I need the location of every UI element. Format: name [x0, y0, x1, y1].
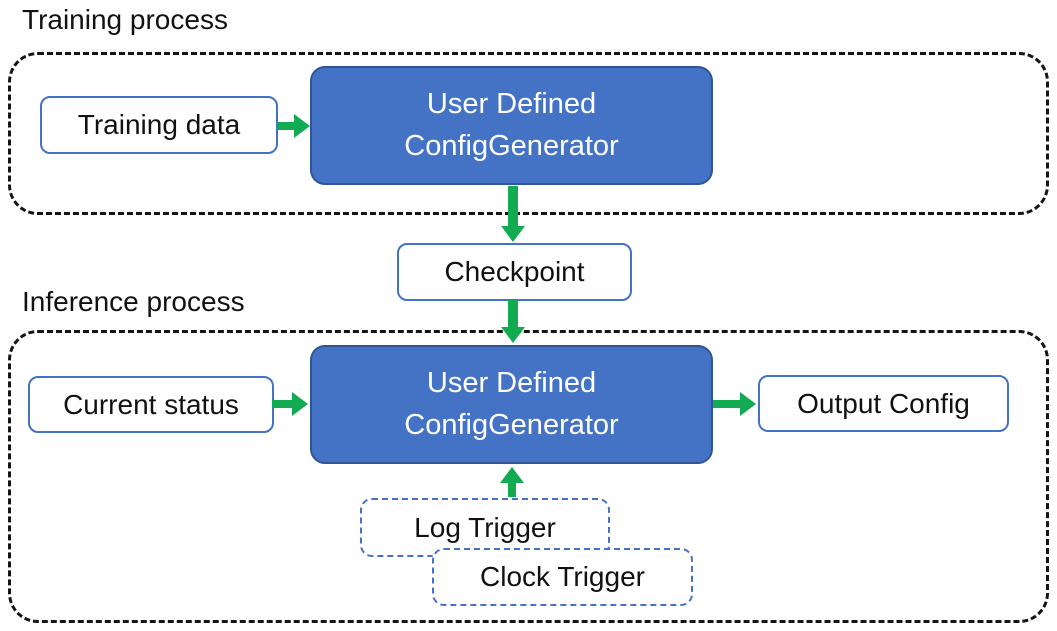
training-generator-line2: ConfigGenerator	[404, 129, 619, 162]
output-config-label: Output Config	[797, 387, 970, 419]
arrow-generator-to-output-config	[713, 392, 756, 416]
arrow-generator-to-checkpoint	[501, 186, 525, 242]
arrow-current-status-to-generator	[272, 392, 308, 416]
inference-generator-line1: User Defined	[426, 367, 597, 400]
clock-trigger-box: Clock Trigger	[432, 548, 693, 606]
inference-process-label: Inference process	[22, 286, 245, 317]
arrow-checkpoint-to-generator	[501, 300, 525, 343]
arrow-triggers-to-generator	[500, 467, 524, 497]
current-status-box: Current status	[28, 376, 274, 433]
checkpoint-label: Checkpoint	[444, 256, 585, 287]
inference-generator-line2: ConfigGenerator	[404, 408, 619, 441]
current-status-label: Current status	[63, 388, 239, 420]
training-config-generator-node: User Defined ConfigGenerator	[310, 66, 713, 185]
training-process-container	[8, 52, 1049, 215]
inference-config-generator-node: User Defined ConfigGenerator	[310, 345, 713, 464]
log-trigger-box: Log Trigger	[360, 498, 610, 557]
training-data-label: Training data	[77, 109, 241, 140]
clock-trigger-label: Clock Trigger	[480, 561, 645, 592]
log-trigger-label: Log Trigger	[414, 511, 556, 543]
checkpoint-box: Checkpoint	[397, 243, 632, 301]
inference-process-container	[8, 330, 1049, 623]
training-process-label: Training process	[22, 4, 228, 35]
arrow-training-data-to-generator	[277, 114, 310, 138]
training-generator-line1: User Defined	[426, 88, 597, 121]
output-config-box: Output Config	[758, 375, 1009, 432]
training-data-box: Training data	[40, 96, 278, 154]
